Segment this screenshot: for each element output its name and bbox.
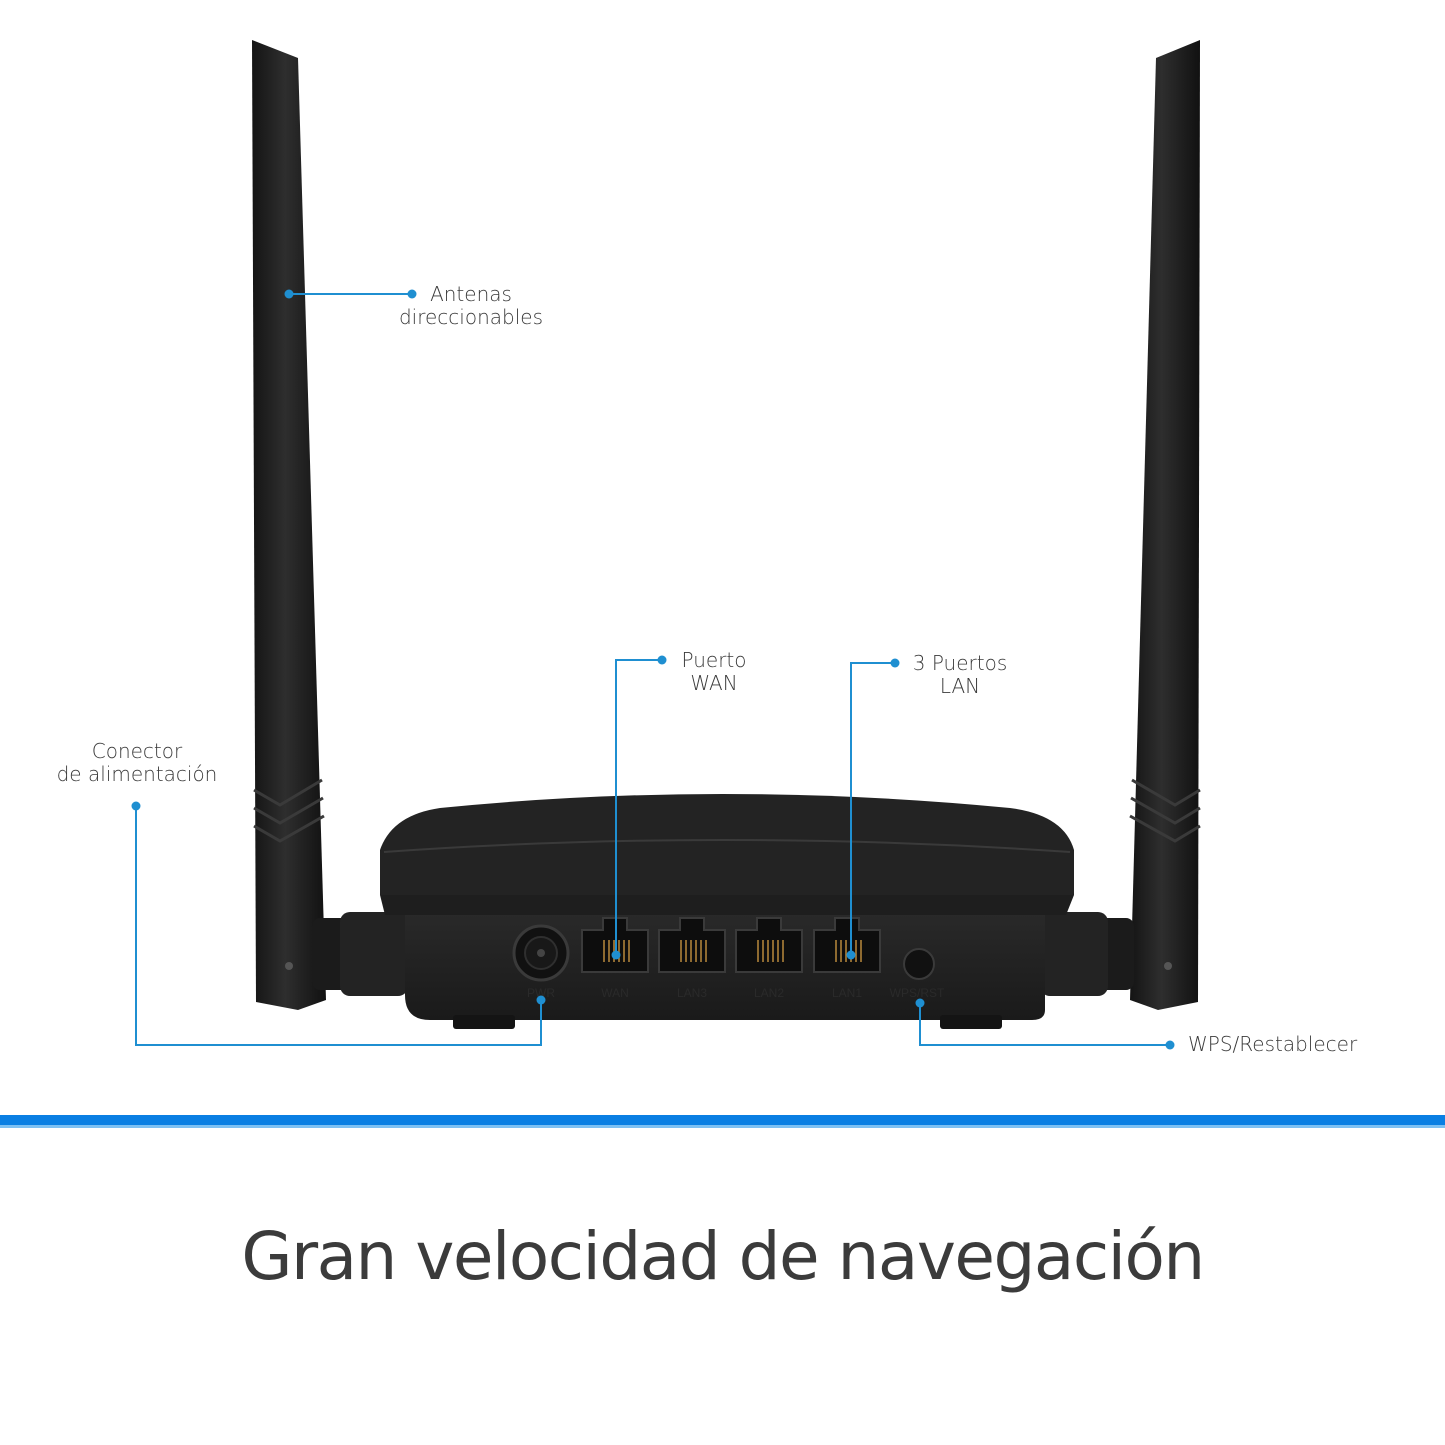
callout-wan: Puerto WAN	[664, 649, 764, 695]
port-labels: PWR WAN LAN3 LAN2 LAN1 WPS/RST	[527, 986, 945, 1000]
lan3-port-illustration	[658, 917, 726, 973]
divider-line	[0, 1115, 1445, 1127]
port-label-wan: WAN	[601, 986, 629, 1000]
router-body	[380, 794, 1074, 1029]
leader-lan	[850, 662, 895, 955]
callout-wps: WPS/Restablecer	[1188, 1033, 1388, 1056]
port-label-lan2: LAN2	[754, 986, 784, 1000]
ethernet-ports	[581, 917, 881, 973]
callout-power: Conector de alimentación	[52, 740, 222, 786]
wps-button-illustration	[903, 948, 935, 980]
port-label-lan3: LAN3	[677, 986, 707, 1000]
power-jack-illustration	[512, 924, 570, 982]
leader-power	[135, 806, 542, 1046]
leader-wps	[919, 1003, 1170, 1046]
leader-wan	[615, 659, 662, 955]
port-label-wps: WPS/RST	[890, 986, 945, 1000]
callout-antenas-line1: Antenas	[430, 282, 512, 306]
antenna-hinges	[312, 912, 1134, 996]
callout-antenas: Antenas direccionables	[398, 283, 544, 329]
callout-wan-line2: WAN	[690, 671, 738, 695]
port-label-lan1: LAN1	[832, 986, 862, 1000]
callout-power-line2: de alimentación	[56, 762, 218, 786]
leader-lines	[135, 293, 1170, 1046]
callout-lan: 3 Puertos LAN	[900, 652, 1020, 698]
callout-lan-line1: 3 Puertos	[912, 651, 1008, 675]
callout-wan-line1: Puerto	[681, 648, 747, 672]
port-label-pwr: PWR	[527, 986, 555, 1000]
callout-antenas-line2: direccionables	[398, 305, 544, 329]
callout-lan-line2: LAN	[939, 674, 981, 698]
left-antenna	[252, 40, 326, 1010]
leader-dots	[131, 289, 1175, 1050]
headline: Gran velocidad de navegación	[241, 1218, 1205, 1295]
callout-wps-line1: WPS/Restablecer	[1188, 1032, 1358, 1056]
lan2-port-illustration	[735, 917, 803, 973]
right-antenna	[1129, 40, 1201, 1010]
callout-power-line1: Conector	[91, 739, 183, 763]
